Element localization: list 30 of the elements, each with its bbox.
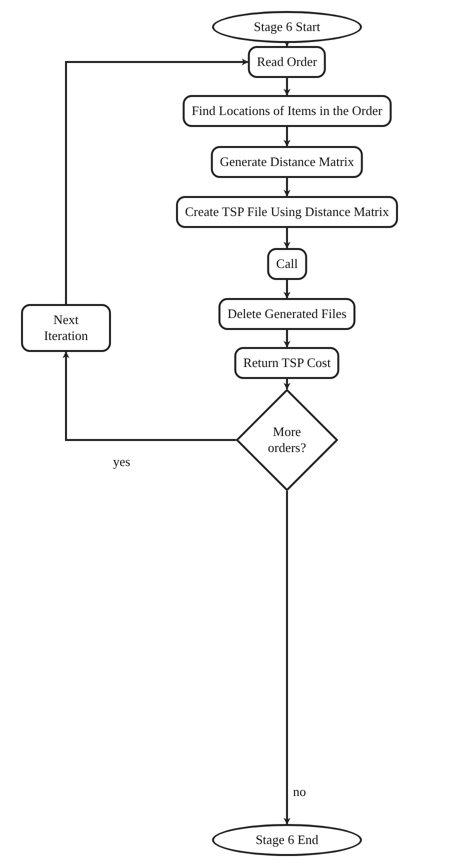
node-label: Generate Distance Matrix (220, 154, 354, 170)
node-label: Find Locations of Items in the Order (192, 103, 382, 119)
process-box (176, 196, 398, 228)
node-label: Stage 6 Start (254, 19, 320, 35)
arrow (284, 379, 290, 390)
arrow (284, 178, 290, 197)
node-label: Stage 6 End (256, 832, 318, 848)
process-box (21, 304, 111, 352)
process-box (218, 298, 356, 330)
arrow (284, 491, 290, 825)
node-label: Read Order (256, 54, 318, 70)
arrow (284, 330, 290, 348)
process-box (248, 46, 326, 78)
node-label: Create TSP File Using Distance Matrix (185, 204, 389, 220)
node-label: More orders? (266, 424, 308, 456)
process-box (182, 95, 392, 127)
arrow (284, 127, 290, 147)
process-box (210, 146, 364, 178)
node-label: Call (276, 256, 298, 272)
process-box (234, 347, 340, 379)
process-box (267, 248, 307, 280)
arrow (62, 351, 236, 441)
arrow (65, 58, 249, 304)
node-label: Return TSP Cost (243, 355, 331, 371)
arrow (284, 280, 290, 299)
arrow (284, 78, 290, 96)
node-label: Next Iteration (42, 312, 90, 344)
node-label: Delete Generated Files (227, 306, 347, 322)
arrow (284, 228, 290, 249)
decision-diamond (236, 389, 338, 491)
